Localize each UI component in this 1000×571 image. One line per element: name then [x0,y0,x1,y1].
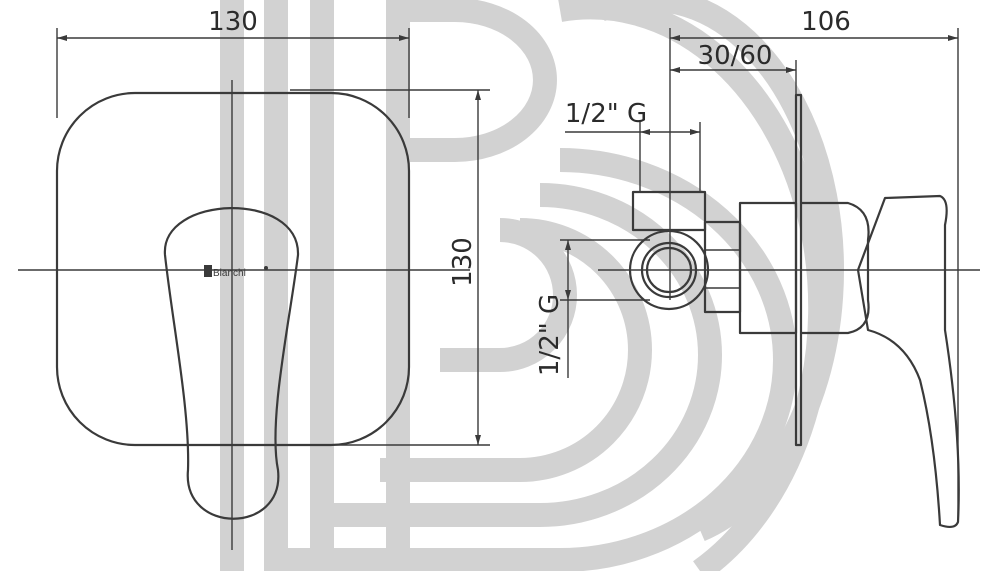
bianchi-logo-icon: Bianchi [204,265,268,279]
depth-label: 106 [801,7,851,37]
inlet-neck [703,220,742,314]
lever-handle [163,207,300,520]
cover-plate [55,91,411,447]
top-thread-label: 1/2" G [565,99,647,129]
side-view: 106 30/60 1/2" G 1/2" G [535,7,980,529]
watermark-b-logo [220,0,844,571]
side-thread-label: 1/2" G [535,294,565,376]
width-label: 130 [208,7,258,37]
front-view: Bianchi 130 130 [18,7,490,550]
height-label: 130 [448,237,478,287]
brand-name: Bianchi [213,268,246,279]
adjust-label: 30/60 [698,41,773,71]
lever-side-profile [856,194,960,529]
